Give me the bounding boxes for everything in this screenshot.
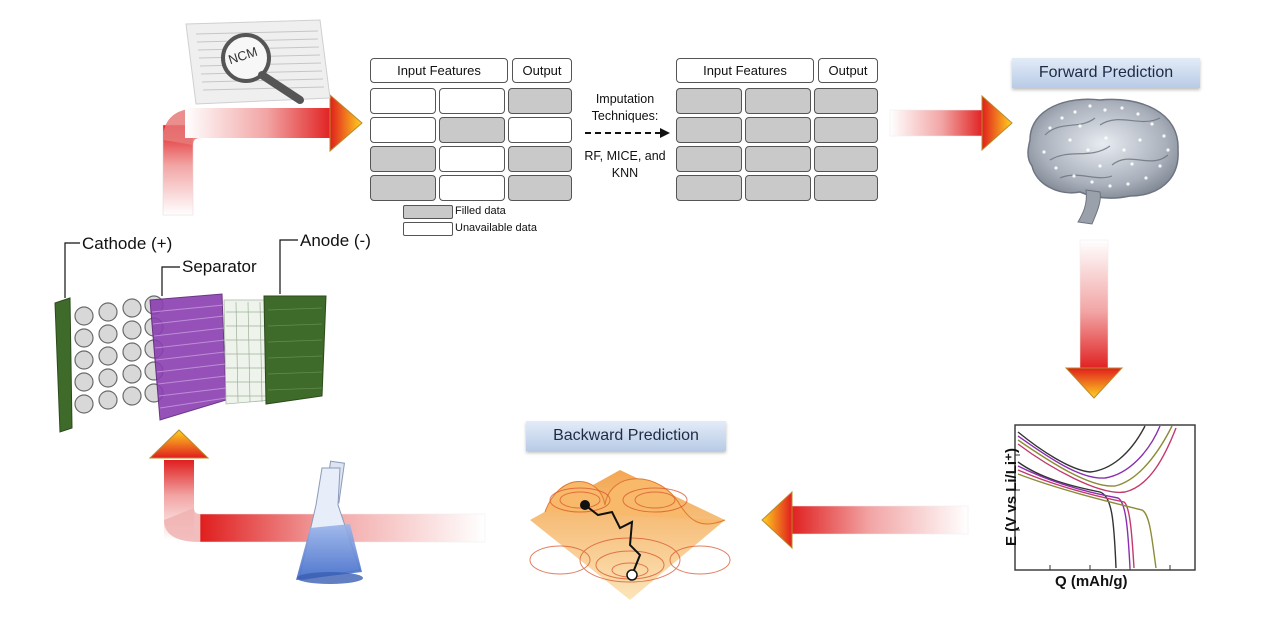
- filled-data-cell: [745, 146, 811, 172]
- legend-filled-label: Filled data: [455, 205, 506, 217]
- filled-data-cell: [370, 175, 436, 201]
- backward-prediction-title: Backward Prediction: [526, 421, 726, 451]
- unavailable-data-cell: [370, 117, 436, 143]
- forward-prediction-title: Forward Prediction: [1012, 58, 1200, 88]
- filled-data-cell: [745, 175, 811, 201]
- legend-unavailable-swatch: [403, 222, 453, 236]
- imputation-line-4: KNN: [611, 166, 639, 180]
- paper-magnifier-icon: [185, 19, 331, 105]
- arrow-to-table: [162, 93, 363, 216]
- battery-cell: [54, 239, 327, 433]
- imputation-methods: RF, MICE, and KNN: [574, 148, 676, 182]
- filled-data-cell: [439, 117, 505, 143]
- unavailable-data-cell: [439, 175, 505, 201]
- header-input-features: Input Features: [676, 58, 814, 83]
- imputation-dashed-arrow: [585, 128, 670, 138]
- brain-icon: [1027, 98, 1179, 225]
- separator-label: Separator: [182, 257, 257, 276]
- filled-data-cell: [814, 146, 878, 172]
- plot-x-label: Q (mAh/g): [1055, 573, 1128, 590]
- legend-filled-swatch: [403, 205, 453, 219]
- filled-data-cell: [814, 175, 878, 201]
- voltage-capacity-plot: [1014, 424, 1196, 571]
- arrow-down-to-plot: [1064, 239, 1124, 399]
- legend-unavailable-label: Unavailable data: [455, 222, 537, 234]
- flask-icon: [296, 460, 363, 584]
- plot-y-label: E (V vs Li/Li⁺): [1003, 448, 1020, 546]
- cathode-particles: [74, 295, 164, 414]
- header-input-features: Input Features: [370, 58, 508, 83]
- unavailable-data-cell: [370, 88, 436, 114]
- filled-data-cell: [745, 88, 811, 114]
- unavailable-data-cell: [439, 146, 505, 172]
- filled-data-cell: [814, 88, 878, 114]
- filled-data-cell: [508, 88, 572, 114]
- imputation-line-3: RF, MICE, and: [584, 149, 666, 163]
- filled-data-cell: [676, 146, 742, 172]
- unavailable-data-cell: [508, 117, 572, 143]
- optimization-landscape: [529, 470, 731, 600]
- input-table-imputed: Input Features Output: [676, 58, 882, 203]
- arrow-to-backward: [761, 490, 969, 550]
- filled-data-cell: [676, 175, 742, 201]
- unavailable-data-cell: [439, 88, 505, 114]
- imputation-line-2: Techniques:: [591, 109, 659, 123]
- cathode-label: Cathode (+): [82, 234, 173, 253]
- filled-data-cell: [745, 117, 811, 143]
- anode-label: Anode (-): [300, 231, 371, 250]
- arrow-to-forward: [889, 94, 1013, 152]
- filled-data-cell: [676, 88, 742, 114]
- filled-data-cell: [814, 117, 878, 143]
- imputation-line-1: Imputation: [595, 92, 655, 106]
- header-output: Output: [512, 58, 572, 83]
- filled-data-cell: [508, 175, 572, 201]
- filled-data-cell: [508, 146, 572, 172]
- filled-data-cell: [676, 117, 742, 143]
- input-table-incomplete: Input Features Output: [370, 58, 576, 203]
- header-output: Output: [818, 58, 878, 83]
- imputation-title: Imputation Techniques:: [582, 91, 668, 125]
- filled-data-cell: [370, 146, 436, 172]
